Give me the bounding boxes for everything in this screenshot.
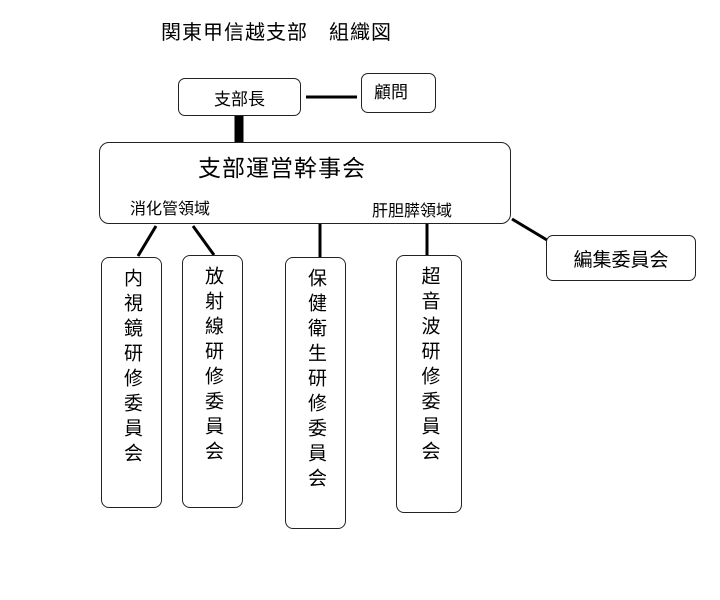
council-node: 支部運営幹事会 消化管領域 肝胆膵領域 [99, 142, 511, 224]
committee-ultrasound-node: 超音波研修委員会 [396, 255, 462, 513]
connector-council-radiology [191, 225, 216, 256]
committee-healthcare-label: 保健衛生研修委員会 [305, 268, 327, 493]
committee-endoscopy-label: 内視鏡研修委員会 [121, 268, 143, 468]
field-hepatobiliary-label: 肝胆膵領域 [372, 201, 453, 220]
committee-radiology-node: 放射線研修委員会 [182, 255, 243, 508]
field-gastrointestinal-label: 消化管領域 [130, 199, 211, 218]
connector-council-endoscopy [136, 225, 158, 257]
committee-endoscopy-node: 内視鏡研修委員会 [101, 257, 162, 508]
committee-ultrasound-label: 超音波研修委員会 [418, 266, 441, 466]
branch-head-node: 支部長 [178, 78, 301, 116]
branch-head-label: 支部長 [214, 89, 265, 110]
diagram-title: 関東甲信越支部 組織図 [161, 20, 392, 44]
council-title: 支部運営幹事会 [198, 156, 366, 182]
committee-radiology-label: 放射線研修委員会 [202, 266, 224, 466]
editorial-committee-label: 編集委員会 [573, 248, 669, 271]
advisor-node: 顧問 [361, 73, 436, 113]
advisor-label: 顧問 [374, 83, 408, 103]
committee-healthcare-node: 保健衛生研修委員会 [285, 257, 346, 529]
editorial-committee-node: 編集委員会 [546, 235, 696, 281]
connector-council-editorial [511, 217, 548, 242]
